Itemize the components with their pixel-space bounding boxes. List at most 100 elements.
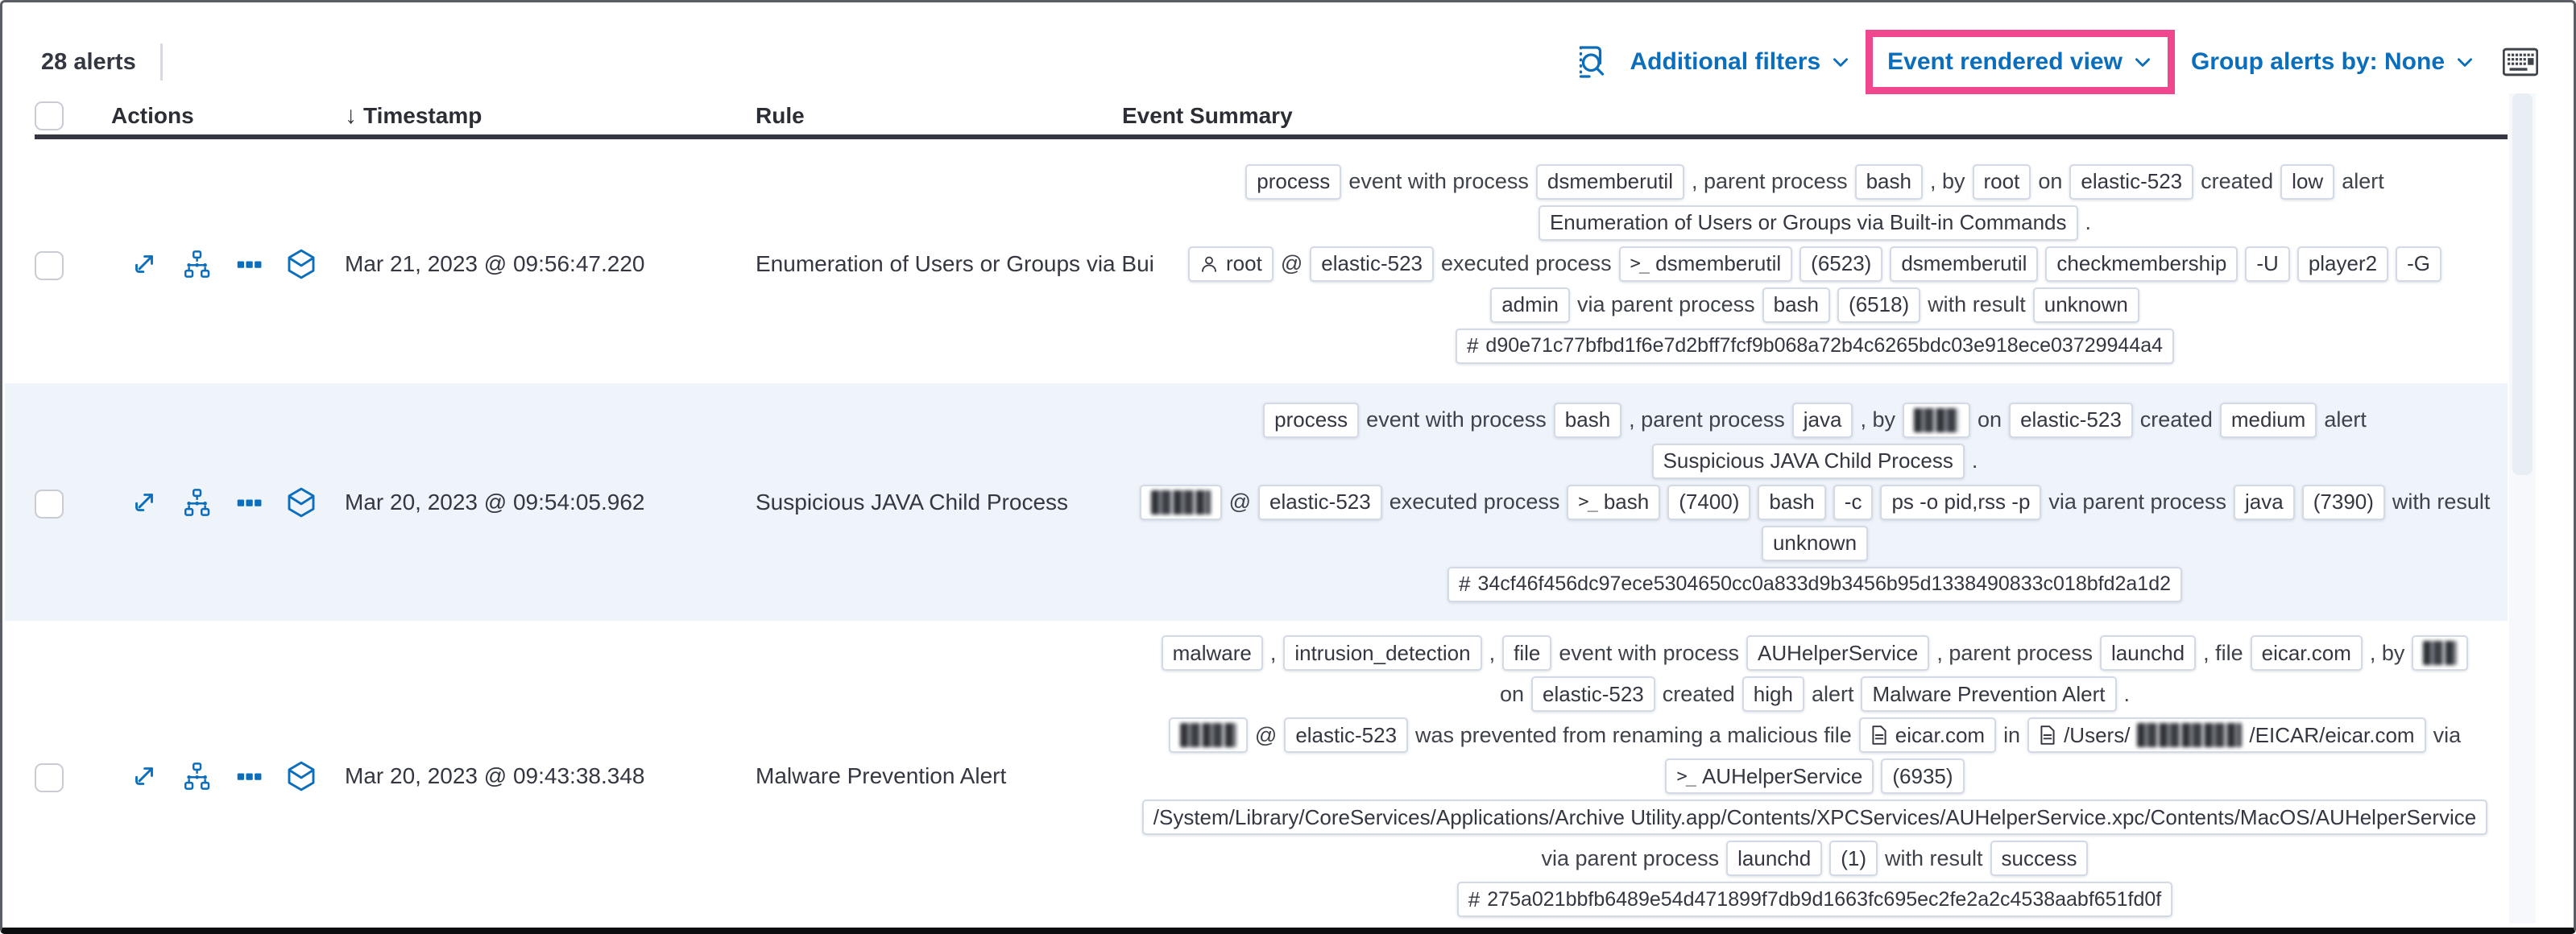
keyboard-shortcuts-button[interactable] xyxy=(2503,48,2538,76)
summary-badge[interactable]: launchd xyxy=(1726,841,1823,876)
group-alerts-by-dropdown[interactable]: Group alerts by: None xyxy=(2191,48,2475,76)
summary-badge[interactable]: (6523) xyxy=(1799,246,1883,282)
summary-badge[interactable]: Enumeration of Users or Groups via Built… xyxy=(1538,205,2078,241)
summary-badge[interactable]: dsmemberutil xyxy=(1535,163,1684,200)
summary-badge[interactable]: java xyxy=(2234,484,2295,520)
summary-badge[interactable]: high xyxy=(1741,676,1804,712)
more-actions-button[interactable] xyxy=(234,487,264,518)
summary-badge[interactable]: process xyxy=(1245,163,1342,200)
expand-alert-button[interactable] xyxy=(129,487,159,518)
summary-badge[interactable]: admin xyxy=(1490,287,1571,323)
summary-badge[interactable]: (1) xyxy=(1829,841,1878,876)
summary-badge[interactable]: elastic-523 xyxy=(1284,717,1409,753)
summary-text: executed process xyxy=(1389,490,1560,514)
summary-badge[interactable] xyxy=(1139,484,1222,520)
summary-badge[interactable]: >_dsmemberutil xyxy=(1618,246,1793,282)
summary-badge[interactable]: ps -o pid,rss -p xyxy=(1880,484,2042,520)
summary-badge[interactable]: success xyxy=(1990,841,2089,876)
summary-badge[interactable]: root xyxy=(1188,246,1274,282)
badge-text: success xyxy=(2001,845,2077,870)
summary-badge[interactable]: (6518) xyxy=(1837,287,1921,323)
session-view-button[interactable] xyxy=(285,486,317,519)
more-actions-button[interactable] xyxy=(234,249,264,279)
session-view-button[interactable] xyxy=(285,760,317,792)
summary-badge[interactable] xyxy=(1903,402,1971,438)
summary-badge[interactable]: bash xyxy=(1758,484,1826,520)
summary-badge[interactable]: medium xyxy=(2219,402,2317,438)
additional-filters-dropdown[interactable]: Additional filters xyxy=(1630,48,1851,76)
more-actions-button[interactable] xyxy=(234,761,264,791)
summary-badge[interactable]: -G xyxy=(2396,246,2441,282)
expand-alert-button[interactable] xyxy=(129,249,159,279)
summary-badge[interactable] xyxy=(2412,635,2469,671)
summary-badge[interactable]: elastic-523 xyxy=(1531,676,1655,712)
expand-alert-button[interactable] xyxy=(129,761,159,791)
summary-badge[interactable]: bash xyxy=(1854,163,1923,200)
summary-badge[interactable]: root xyxy=(1972,163,2031,200)
summary-badge[interactable]: (7400) xyxy=(1667,484,1751,520)
summary-badge[interactable]: eicar.com xyxy=(2250,635,2363,671)
summary-badge[interactable]: #275a021bbfb6489e54d471899f7db9d1663fc69… xyxy=(1456,882,2173,917)
summary-badge[interactable]: AUHelperService xyxy=(1746,635,1930,671)
analyze-event-button[interactable] xyxy=(180,760,213,792)
scrollbar-thumb[interactable] xyxy=(2512,93,2533,476)
summary-text: , xyxy=(1489,640,1496,665)
summary-badge[interactable]: unknown xyxy=(2032,287,2139,323)
summary-badge[interactable]: dsmemberutil xyxy=(1890,246,2039,282)
group-alerts-by-label: Group alerts by: None xyxy=(2190,48,2445,75)
summary-badge[interactable]: player2 xyxy=(2296,246,2389,282)
session-view-icon xyxy=(285,486,317,519)
summary-badge[interactable]: launchd xyxy=(2100,635,2197,671)
summary-badge[interactable]: #d90e71c77bfbd1f6e7d2bff7fcf9b068a72b4c6… xyxy=(1455,328,2175,364)
summary-badge[interactable]: elastic-523 xyxy=(1310,246,1434,282)
summary-badge[interactable]: file xyxy=(1502,635,1552,671)
summary-badge[interactable]: #34cf46f456dc97ece5304650cc0a833d9b3456b… xyxy=(1447,566,2182,602)
badge-text: -G xyxy=(2407,251,2430,275)
summary-badge[interactable]: bash xyxy=(1553,402,1622,438)
summary-badge[interactable]: Malware Prevention Alert xyxy=(1861,676,2117,712)
summary-badge[interactable]: /Users//EICAR/eicar.com xyxy=(2027,717,2426,753)
badge-text: bash xyxy=(1866,169,1911,193)
summary-badge[interactable]: elastic-523 xyxy=(2069,163,2194,200)
summary-line: /System/Library/CoreServices/Application… xyxy=(1122,800,2508,835)
summary-badge[interactable]: unknown xyxy=(1761,525,1869,561)
view-selector-dropdown[interactable]: Event rendered view xyxy=(1887,48,2153,76)
row-checkbox[interactable] xyxy=(35,489,64,519)
select-all-checkbox[interactable] xyxy=(35,101,64,130)
vertical-scrollbar[interactable] xyxy=(2509,93,2536,924)
row-checkbox[interactable] xyxy=(35,250,64,280)
redacted-value xyxy=(1914,407,1960,432)
summary-badge[interactable]: /System/Library/CoreServices/Application… xyxy=(1141,800,2488,835)
summary-badge[interactable]: intrusion_detection xyxy=(1283,635,1482,671)
summary-badge[interactable]: >_AUHelperService xyxy=(1665,758,1874,794)
summary-badge[interactable]: checkmembership xyxy=(2045,246,2238,282)
inspect-button[interactable] xyxy=(1570,43,1609,81)
summary-badge[interactable]: elastic-523 xyxy=(2009,402,2133,438)
badge-text: java xyxy=(2245,490,2284,514)
summary-badge[interactable]: eicar.com xyxy=(1858,717,1997,753)
summary-text: , xyxy=(1269,640,1277,665)
summary-badge[interactable] xyxy=(1168,717,1248,753)
more-actions-icon xyxy=(234,761,264,791)
summary-badge[interactable]: elastic-523 xyxy=(1257,484,1382,520)
session-view-button[interactable] xyxy=(285,248,317,280)
summary-badge[interactable]: -U xyxy=(2245,246,2290,282)
analyze-event-button[interactable] xyxy=(180,486,213,519)
summary-badge[interactable]: >_bash xyxy=(1567,484,1661,520)
analyze-event-button[interactable] xyxy=(180,248,213,280)
summary-badge[interactable]: bash xyxy=(1762,287,1831,323)
summary-badge[interactable]: process xyxy=(1263,402,1360,438)
summary-line: Suspicious JAVA Child Process. xyxy=(1122,443,2508,479)
summary-badge[interactable]: -c xyxy=(1833,484,1874,520)
summary-badge[interactable]: (6935) xyxy=(1881,758,1965,794)
column-header-timestamp[interactable]: ↓ Timestamp xyxy=(345,102,756,130)
summary-badge[interactable]: Suspicious JAVA Child Process xyxy=(1651,443,1965,479)
row-checkbox[interactable] xyxy=(35,763,64,792)
summary-badge[interactable]: malware xyxy=(1161,635,1263,671)
summary-badge[interactable]: java xyxy=(1791,402,1853,438)
summary-badge[interactable]: low xyxy=(2280,163,2335,200)
summary-badge[interactable]: (7390) xyxy=(2301,484,2385,520)
